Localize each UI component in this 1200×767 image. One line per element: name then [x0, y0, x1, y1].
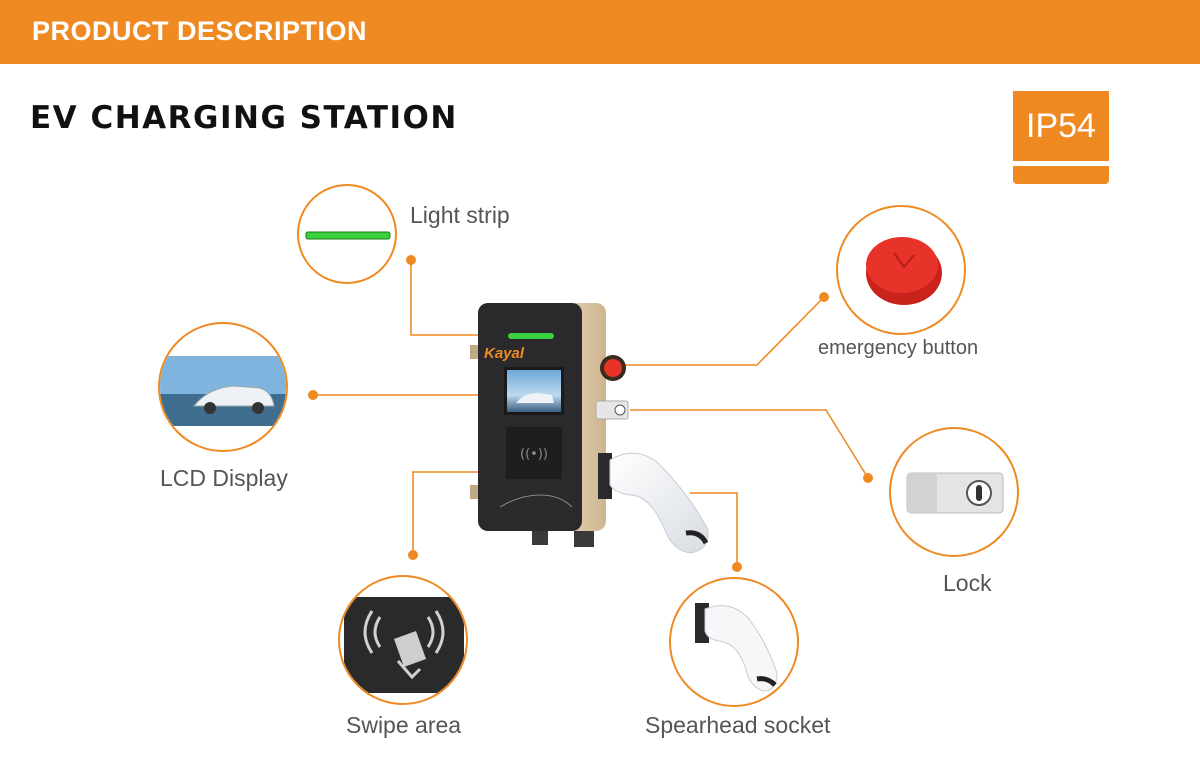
emergency-button-bubble: [836, 205, 966, 335]
swipe-area-label: Swipe area: [346, 712, 462, 738]
swipe-connector: [412, 471, 490, 555]
banner-title: PRODUCT DESCRIPTION: [32, 16, 368, 46]
ip-rating-badge: IP54: [1013, 91, 1109, 161]
emergency-button-icon: [866, 237, 942, 305]
emergency-button-label: emergency button: [818, 337, 979, 359]
charger-device: ((•)): [470, 303, 709, 554]
emergency-connector: [622, 296, 825, 366]
lock-connector: [630, 409, 869, 479]
lock-bubble: [889, 427, 1019, 557]
ip-badge-underline: [1013, 166, 1109, 184]
lcd-screen-icon: [160, 356, 286, 426]
svg-text:((•)): ((•)): [520, 447, 548, 462]
lock-icon: [906, 472, 1004, 514]
socket-connector: [690, 492, 738, 567]
light-strip-icon: [305, 231, 391, 240]
rfid-card-icon: [344, 597, 464, 693]
lcd-display-label: LCD Display: [160, 465, 288, 491]
spearhead-socket-label: Spearhead socket: [645, 712, 831, 738]
spearhead-socket-bubble: [669, 577, 799, 707]
light-strip-label: Light strip: [410, 202, 510, 228]
charger-brand-logo: Kayal: [484, 345, 525, 362]
lock-label: Lock: [943, 570, 992, 596]
page-title: EV CHARGING STATION: [30, 100, 458, 136]
charging-plug-icon: [695, 603, 778, 692]
lcd-display-bubble: [158, 322, 288, 452]
swipe-area-bubble: [338, 575, 468, 705]
light-strip-connector: [410, 260, 500, 336]
header-banner: PRODUCT DESCRIPTION: [0, 0, 1200, 64]
light-strip-bubble: [297, 184, 397, 284]
